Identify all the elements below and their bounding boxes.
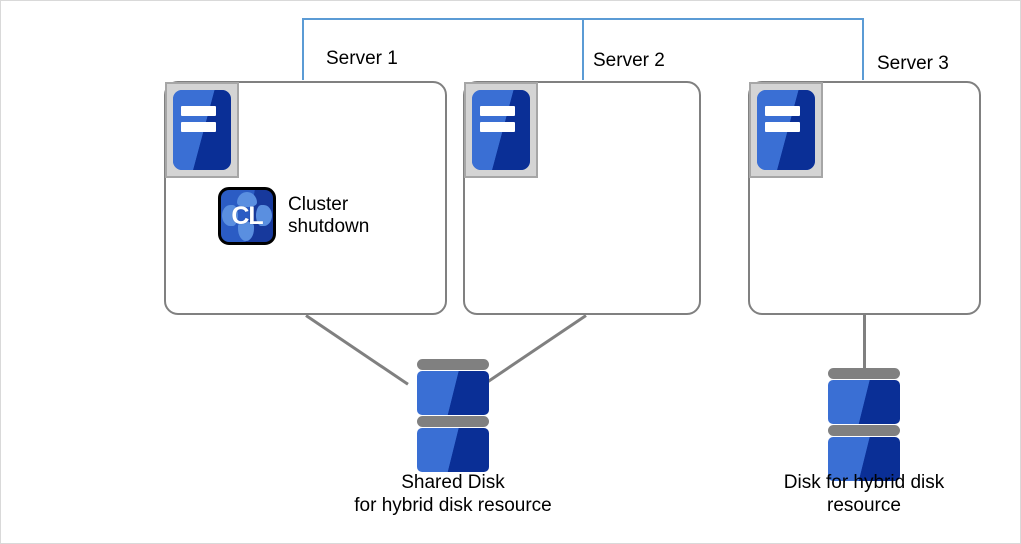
disk-drum-upper [417,371,489,415]
connector-server-1-to-shared-disk [305,314,409,386]
cluster-shutdown-item[interactable]: CL Cluster shutdown [218,187,369,245]
shared-disk-icon[interactable] [417,359,489,472]
cluster-bracket-drop-server-2 [582,18,584,80]
server-3-label: Server 3 [877,53,949,74]
disk-platter-middle [417,416,489,427]
hybrid-disk-icon[interactable] [828,368,900,481]
hybrid-disk-caption: Disk for hybrid disk resource [783,472,945,517]
cl-icon-text: CL [231,201,263,230]
disk-platter-top [828,368,900,379]
connector-server-3-to-hybrid-disk [863,314,866,372]
server-2-icon [464,82,538,178]
cluster-bracket-drop-server-3 [862,18,864,80]
connector-server-2-to-shared-disk [483,314,587,386]
cluster-bracket-drop-server-1 [302,18,304,80]
cl-cluster-icon[interactable]: CL [218,187,276,245]
disk-platter-top [417,359,489,370]
disk-drum-upper [828,380,900,424]
server-1-box[interactable] [164,81,447,315]
server-3-icon [749,82,823,178]
server-1-icon [165,82,239,178]
disk-platter-middle [828,425,900,436]
cluster-shutdown-label: Cluster shutdown [288,193,370,237]
disk-drum-lower [828,437,900,481]
server-1-label: Server 1 [326,48,398,69]
disk-drum-lower [417,428,489,472]
shared-disk-caption: Shared Disk for hybrid disk resource [354,472,552,517]
server-2-label: Server 2 [593,50,665,71]
